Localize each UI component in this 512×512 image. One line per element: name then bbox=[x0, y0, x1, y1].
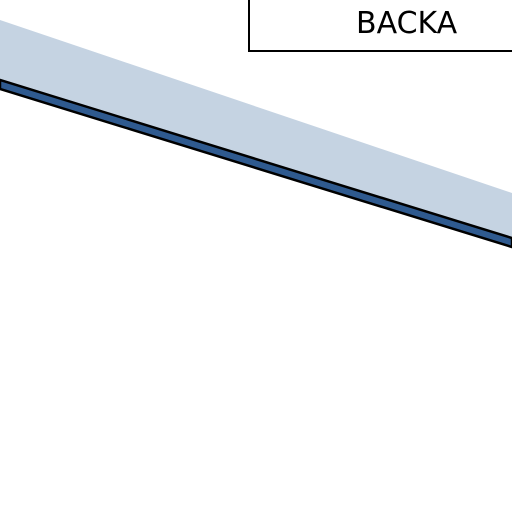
shaded-band bbox=[0, 20, 512, 238]
label-box: BACKA bbox=[248, 0, 512, 52]
label-text: BACKA bbox=[356, 6, 458, 41]
dark-stripe bbox=[0, 78, 512, 249]
